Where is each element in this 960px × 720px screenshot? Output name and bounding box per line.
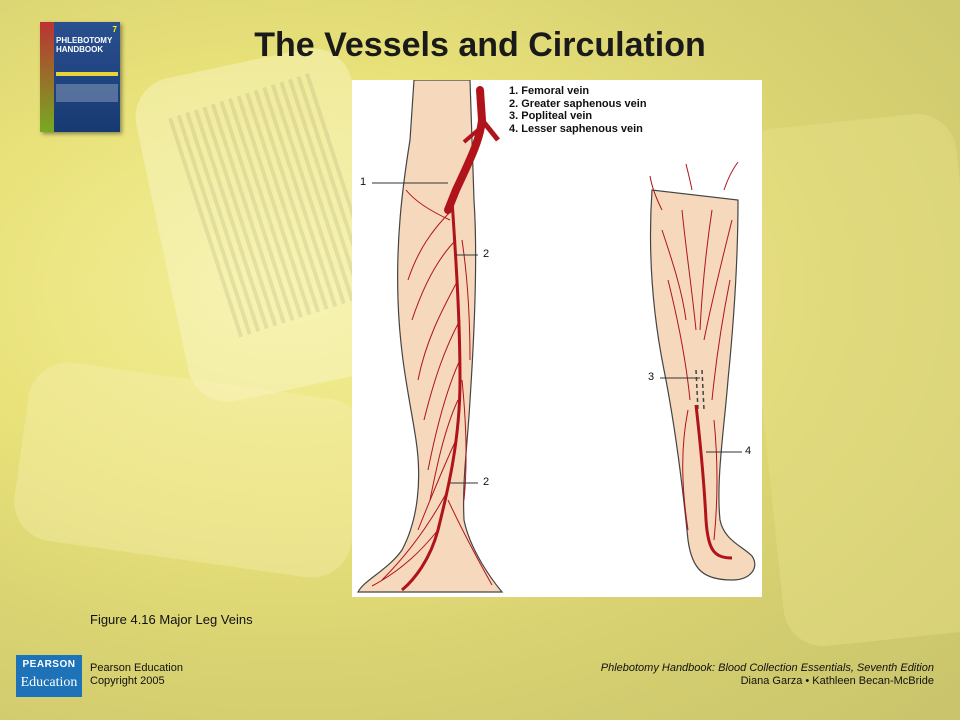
femoral-branch [480, 118, 500, 142]
left-leg-outline [357, 80, 504, 593]
book-cover-edition: 7 [112, 25, 117, 34]
book-cover-authors-box [56, 84, 118, 102]
pearson-logo-top: PEARSON [22, 659, 76, 670]
left-leg-veinlets [371, 189, 493, 587]
lesser-saphenous-vein [694, 404, 733, 560]
callout-label: 2 [483, 248, 490, 260]
leg-veins-figure: 1. Femoral vein 2. Greater saphenous vei… [352, 80, 762, 597]
footer-authors: Diana Garza • Kathleen Becan-McBride [740, 675, 934, 687]
callout-label: 4 [745, 445, 752, 457]
footer-copyright: Copyright 2005 [90, 675, 165, 687]
footer-publisher-block: Pearson Education Copyright 2005 [90, 662, 183, 688]
legend-item: 4. Lesser saphenous vein [509, 122, 643, 135]
pearson-logo: PEARSON Education [16, 655, 82, 697]
callout-label: 3 [648, 371, 655, 383]
book-cover-image: 7 PHLEBOTOMY HANDBOOK [40, 22, 120, 132]
pearson-logo-bottom: Education [20, 675, 78, 690]
figure-caption: Figure 4.16 Major Leg Veins [90, 612, 253, 627]
footer-publisher: Pearson Education [90, 662, 183, 674]
callout-leaders [372, 182, 742, 484]
footer-book-block: Phlebotomy Handbook: Blood Collection Es… [601, 662, 934, 688]
book-cover-title: PHLEBOTOMY HANDBOOK [56, 36, 113, 54]
right-leg-veinlets [649, 161, 739, 541]
background-highlight [9, 357, 371, 583]
background-highlight [733, 109, 960, 651]
slide-title: The Vessels and Circulation [254, 26, 706, 64]
footer-book-title: Phlebotomy Handbook: Blood Collection Es… [600, 662, 934, 674]
legend-item: 3. Popliteal vein [509, 110, 593, 122]
femoral-branch [462, 128, 480, 144]
leg-veins-illustration [357, 80, 756, 593]
greater-saphenous-vein [401, 199, 462, 592]
legend-item: 2. Greater saphenous vein [509, 97, 647, 110]
book-cover-subtitle-bar [56, 72, 118, 76]
figure-legend: 1. Femoral vein 2. Greater saphenous vei… [509, 85, 647, 135]
book-cover-strip [40, 22, 54, 132]
legend-item: 1. Femoral vein [509, 85, 590, 97]
callout-label: 1 [360, 176, 367, 188]
callout-label: 2 [483, 476, 490, 488]
